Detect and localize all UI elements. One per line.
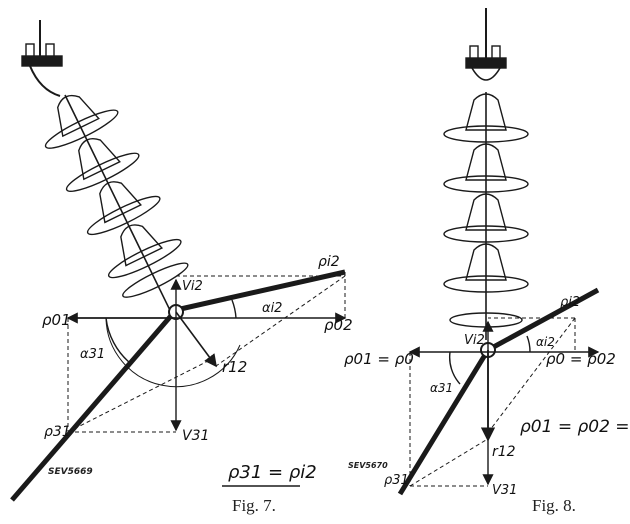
fig7-label-p02: ρ02 [324, 316, 353, 334]
fig7-code: SEV5669 [48, 467, 93, 477]
fig7-insulator-string [44, 94, 189, 312]
fig8-diagram [397, 8, 600, 496]
fig8-conductor-left [397, 348, 491, 496]
fig8-label-pi2: ρi2 [560, 295, 580, 310]
fig8-caption: Fig. 8. [532, 496, 576, 515]
fig8-label-r12: r12 [492, 444, 516, 460]
fig7-label-p31: ρ31 [44, 424, 71, 440]
fig7-label-v31: V31 [182, 428, 209, 444]
fig7-label-a31: α31 [80, 347, 105, 362]
fig7-label-ai2: αi2 [262, 301, 282, 316]
fig7-angle-a31 [105, 317, 131, 364]
fig7-angle-ai2 [231, 299, 237, 319]
fig7-r12-arrow [175, 311, 217, 368]
fig7-label-r12: r12 [222, 358, 247, 376]
fig8-right-eq: ρ0 = ρ02 [546, 350, 616, 368]
fig8-angle-ai2 [526, 335, 531, 353]
fig8-label-a31: α31 [430, 381, 453, 395]
fig8-main-eq: ρ01 = ρ02 = ρ [520, 417, 630, 437]
fig8-code: SEV5670 [348, 461, 388, 470]
fig7-label-p01: ρ01 [42, 311, 71, 329]
fig7-crossarm-icon [21, 20, 63, 97]
fig8-label-v31: V31 [492, 483, 517, 498]
fig7-label-pi2: ρi2 [318, 254, 340, 270]
fig8-label-vi2: Vi2 [464, 333, 485, 348]
fig7-conductor-left [10, 308, 178, 502]
fig8-conductor-right [486, 287, 600, 353]
fig7-caption: Fig. 7. [232, 496, 276, 515]
fig8-label-p31: ρ31 [384, 473, 409, 488]
fig7-label-vi2: Vi2 [182, 279, 203, 294]
fig7-conductor-right [175, 269, 346, 313]
fig8-angle-a31 [448, 351, 461, 385]
fig8-label-ai2: αi2 [536, 335, 555, 349]
fig8-left-eq: ρ01 = ρ0 [344, 350, 414, 368]
fig8-crossarm-icon [465, 8, 507, 81]
fig7-diagram [10, 20, 347, 502]
fig7-equation: ρ31 = ρi2 [228, 462, 317, 483]
fig8-insulator-string [443, 92, 529, 340]
